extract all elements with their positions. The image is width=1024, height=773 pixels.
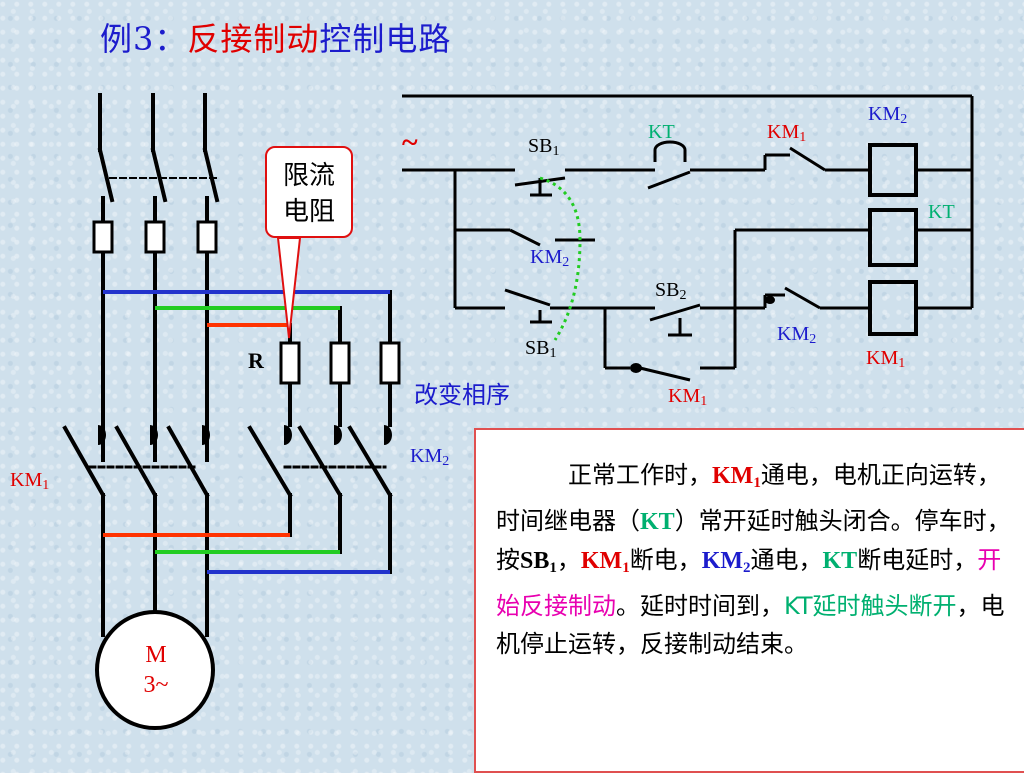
label-km2-holding: KM2	[530, 246, 570, 270]
phase-change-label: 改变相序	[414, 381, 510, 409]
title-prefix: 例3：	[100, 20, 188, 58]
motor-circle	[95, 610, 215, 730]
label-km2-nc: KM2	[777, 323, 817, 347]
km1-contact-heads	[98, 425, 210, 445]
label-kt-contact: KT	[648, 121, 675, 143]
current-limit-resistor-callout: 限流 电阻	[265, 146, 353, 238]
callout-line2: 电阻	[282, 197, 335, 227]
label-km1-coil: KM1	[866, 347, 906, 371]
label-km2-main: KM2	[410, 445, 450, 469]
supply-tilde: ~	[402, 126, 418, 159]
label-km2-coil: KM2	[868, 103, 908, 127]
label-km1-top: KM1	[767, 121, 807, 145]
highlight-reverse-braking: 开始反接制动	[496, 546, 1002, 620]
phase-swap-wires	[103, 290, 390, 574]
km2-main-contacts	[247, 425, 393, 574]
label-sb2: SB2	[655, 279, 687, 303]
label-kt-coil: KT	[928, 201, 955, 223]
contact-dots	[630, 296, 775, 373]
label-sb1-bottom: SB1	[525, 337, 557, 361]
km2-contact-heads	[284, 425, 392, 445]
title-highlight: 反接制动	[187, 20, 320, 58]
callout-line1: 限流	[282, 161, 335, 191]
fuses	[92, 220, 218, 254]
resistor-branch	[288, 290, 392, 427]
motor-label-m: M	[145, 642, 167, 668]
sb1-mechanical-link	[539, 176, 582, 341]
description-text: 正常工作时，KM1通电，电机正向运转，时间继电器（KT）常开延时触头闭合。停车时…	[496, 461, 1011, 658]
highlight-kt-contact-open: KT延时触头断开	[784, 592, 957, 620]
label-sb1-top: SB1	[528, 135, 560, 159]
title-suffix: 控制电路	[319, 20, 452, 58]
motor-label-phase: 3~	[143, 672, 169, 698]
resistors	[279, 341, 401, 385]
label-r: R	[248, 348, 264, 373]
callout-pointer	[276, 237, 302, 339]
motor-label: M 3~	[126, 640, 186, 700]
description-panel	[474, 428, 1024, 773]
control-circuit	[402, 94, 974, 382]
label-km1-holding: KM1	[668, 385, 708, 409]
main-supply-lines	[97, 93, 220, 203]
page-title: 例3：反接制动控制电路	[100, 14, 451, 60]
label-km1-main: KM1	[10, 469, 50, 493]
